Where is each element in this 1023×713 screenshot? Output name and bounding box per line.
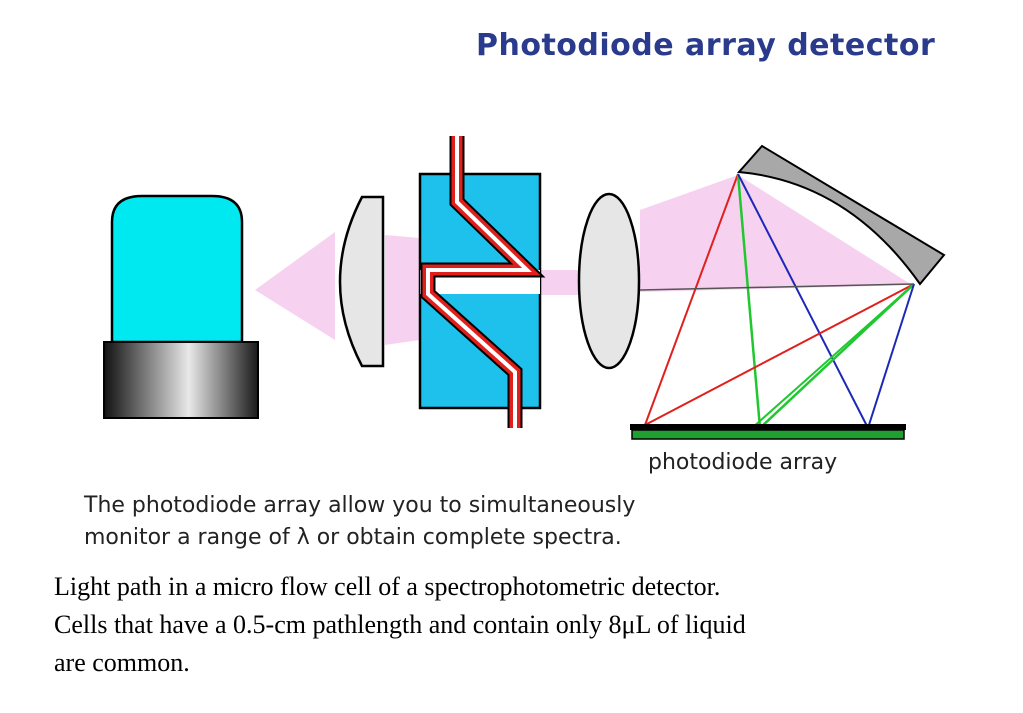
ray-green-upper: [736, 173, 762, 429]
light-beam-focus: [540, 270, 580, 295]
ray-blue-lower: [867, 283, 915, 429]
light-beam-grating: [640, 175, 912, 292]
lamp-glass: [110, 194, 244, 344]
photodiode-array-bar: [630, 424, 906, 430]
diffraction-grating: [736, 144, 946, 286]
ray-red-upper: [644, 173, 739, 426]
lens-1: [338, 195, 385, 368]
diagram-description: The photodiode array allow you to simult…: [84, 490, 635, 554]
photodiode-array-label: photodiode array: [648, 450, 838, 475]
caption-line-1: Light path in a micro flow cell of a spe…: [54, 572, 721, 601]
description-line-1: The photodiode array allow you to simult…: [84, 493, 636, 518]
light-beam-cell: [385, 235, 420, 345]
figure-caption: Light path in a micro flow cell of a spe…: [54, 568, 994, 682]
flow-channel-core: [426, 136, 532, 428]
description-line-2: monitor a range of λ or obtain complete …: [84, 525, 622, 550]
ray-green-lower-2: [751, 283, 915, 429]
ray-blue-upper: [737, 173, 869, 429]
photodiode-array-green: [631, 429, 905, 440]
diagram-title: Photodiode array detector: [476, 28, 936, 63]
lamp-base: [103, 341, 259, 419]
caption-line-2: Cells that have a 0.5-cm pathlength and …: [54, 610, 746, 639]
beam-to-grating: [639, 283, 915, 291]
caption-line-3: are common.: [54, 648, 190, 677]
lens-2: [577, 192, 641, 370]
light-beam-source: [255, 232, 335, 340]
ray-red-lower: [644, 283, 915, 426]
